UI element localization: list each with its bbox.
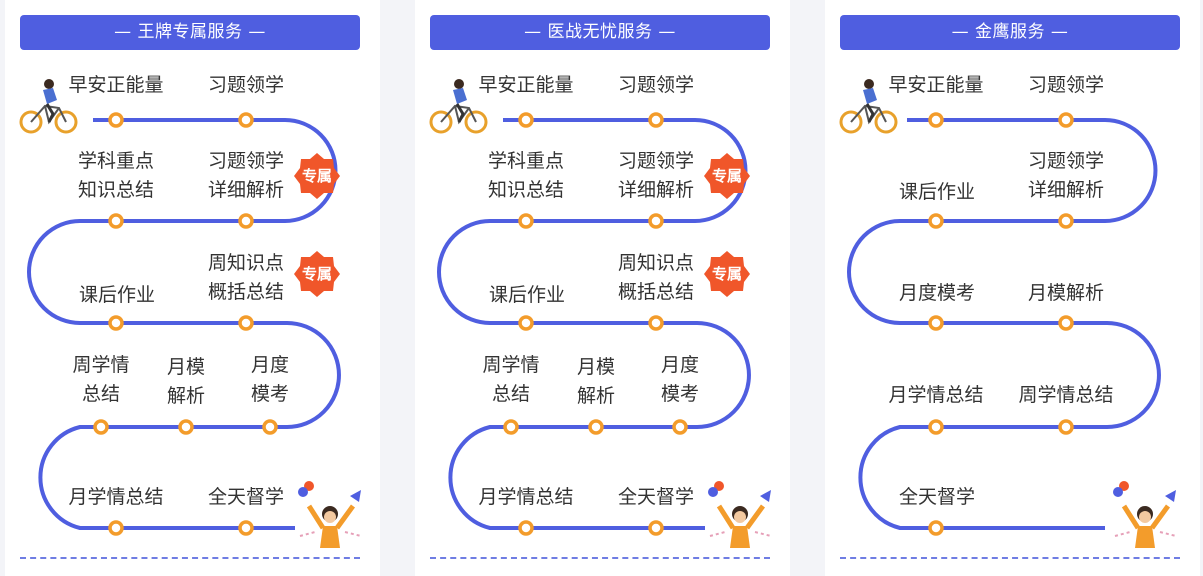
exclusive-badge: 专属 bbox=[702, 151, 752, 201]
card-title: — 王牌专属服务 — bbox=[20, 15, 360, 50]
node-dot bbox=[648, 520, 664, 536]
step-monthly-report: 月学情总结 bbox=[68, 486, 164, 508]
node-dot bbox=[178, 419, 194, 435]
node-dot bbox=[108, 520, 124, 536]
node-dot bbox=[238, 315, 254, 331]
node-dot bbox=[648, 315, 664, 331]
node-dot bbox=[93, 419, 109, 435]
step-weekly-summary: 周知识点 概括总结 bbox=[617, 252, 694, 303]
step-morning-energy: 早安正能量 bbox=[68, 74, 164, 96]
step-exercise-guide: 习题领学 bbox=[617, 74, 694, 96]
step-weekly-summary: 周知识点 概括总结 bbox=[207, 252, 284, 303]
node-dot bbox=[928, 520, 944, 536]
badge-label: 专属 bbox=[711, 167, 742, 185]
divider bbox=[20, 557, 360, 559]
node-dot bbox=[518, 315, 534, 331]
step-subject-summary: 学科重点 知识总结 bbox=[487, 150, 564, 201]
step-exercise-analysis: 习题领学 详细解析 bbox=[617, 150, 694, 201]
node-dot bbox=[238, 520, 254, 536]
cyclist-icon bbox=[839, 79, 898, 134]
node-dot bbox=[238, 112, 254, 128]
celebration-icon bbox=[1113, 481, 1177, 548]
card-title: — 金鹰服务 — bbox=[840, 15, 1180, 50]
step-exercise-analysis: 习题领学 详细解析 bbox=[1027, 150, 1104, 201]
divider bbox=[840, 557, 1180, 559]
step-exercise-guide: 习题领学 bbox=[1027, 74, 1104, 96]
badge-label: 专属 bbox=[301, 265, 332, 283]
node-dot bbox=[1058, 315, 1074, 331]
service-card-yizhan: — 医战无忧服务 — 早安正能量 习题领学 学科重点 知识总结 习题领学 详细解… bbox=[415, 0, 790, 576]
step-monthly-exam: 月度 模考 bbox=[250, 354, 289, 405]
cyclist-icon bbox=[429, 79, 488, 134]
route-path bbox=[437, 118, 751, 530]
badge-label: 专属 bbox=[301, 167, 332, 185]
divider bbox=[430, 557, 770, 559]
step-monthly-exam: 月度 模考 bbox=[660, 354, 699, 405]
exclusive-badge: 专属 bbox=[702, 249, 752, 299]
node-dot bbox=[518, 112, 534, 128]
node-dot bbox=[1058, 419, 1074, 435]
step-weekly-report: 周学情总结 bbox=[1018, 384, 1114, 406]
step-all-day-supervision: 全天督学 bbox=[617, 486, 694, 508]
step-all-day-supervision: 全天督学 bbox=[207, 486, 284, 508]
route-nodes bbox=[928, 112, 1074, 536]
step-weekly-report: 周学情 总结 bbox=[482, 354, 540, 405]
step-homework: 课后作业 bbox=[78, 284, 155, 306]
step-homework: 课后作业 bbox=[488, 284, 565, 306]
node-dot bbox=[108, 112, 124, 128]
step-exercise-analysis: 习题领学 详细解析 bbox=[207, 150, 284, 201]
step-exercise-guide: 习题领学 bbox=[207, 74, 284, 96]
badge-label: 专属 bbox=[711, 265, 742, 283]
step-morning-energy: 早安正能量 bbox=[478, 74, 574, 96]
step-monthly-exam: 月度模考 bbox=[898, 282, 975, 304]
celebration-icon bbox=[298, 481, 362, 548]
service-card-jinying: — 金鹰服务 — 早安正能量 习题领学 课后作业 习题领学 详细解析 月度模考 … bbox=[825, 0, 1200, 576]
node-dot bbox=[1058, 213, 1074, 229]
node-dot bbox=[928, 315, 944, 331]
node-dot bbox=[648, 213, 664, 229]
exclusive-badge: 专属 bbox=[292, 249, 342, 299]
node-dot bbox=[928, 419, 944, 435]
node-dot bbox=[503, 419, 519, 435]
exclusive-badge: 专属 bbox=[292, 151, 342, 201]
node-dot bbox=[588, 419, 604, 435]
node-dot bbox=[928, 112, 944, 128]
step-monthly-report: 月学情总结 bbox=[888, 384, 984, 406]
node-dot bbox=[108, 315, 124, 331]
node-dot bbox=[672, 419, 688, 435]
step-all-day-supervision: 全天督学 bbox=[898, 486, 975, 508]
step-weekly-report: 周学情 总结 bbox=[72, 354, 130, 405]
node-dot bbox=[262, 419, 278, 435]
node-dot bbox=[1058, 112, 1074, 128]
node-dot bbox=[518, 213, 534, 229]
step-morning-energy: 早安正能量 bbox=[888, 74, 984, 96]
cyclist-icon bbox=[19, 79, 78, 134]
route-nodes bbox=[93, 112, 278, 536]
step-monthly-analysis: 月模解析 bbox=[1027, 282, 1104, 304]
step-monthly-report: 月学情总结 bbox=[478, 486, 574, 508]
node-dot bbox=[238, 213, 254, 229]
step-monthly-analysis: 月模 解析 bbox=[166, 356, 205, 407]
step-subject-summary: 学科重点 知识总结 bbox=[77, 150, 154, 201]
route-nodes bbox=[503, 112, 688, 536]
route-path bbox=[27, 118, 341, 530]
route-path bbox=[847, 118, 1161, 530]
step-monthly-analysis: 月模 解析 bbox=[576, 356, 615, 407]
card-title: — 医战无忧服务 — bbox=[430, 15, 770, 50]
celebration-icon bbox=[708, 481, 772, 548]
node-dot bbox=[108, 213, 124, 229]
step-homework: 课后作业 bbox=[898, 181, 975, 203]
node-dot bbox=[518, 520, 534, 536]
service-card-wangpai: — 王牌专属服务 — 早安正能量 习题领学 学科重点 知识总结 习题领学 详细解… bbox=[5, 0, 380, 576]
node-dot bbox=[928, 213, 944, 229]
node-dot bbox=[648, 112, 664, 128]
